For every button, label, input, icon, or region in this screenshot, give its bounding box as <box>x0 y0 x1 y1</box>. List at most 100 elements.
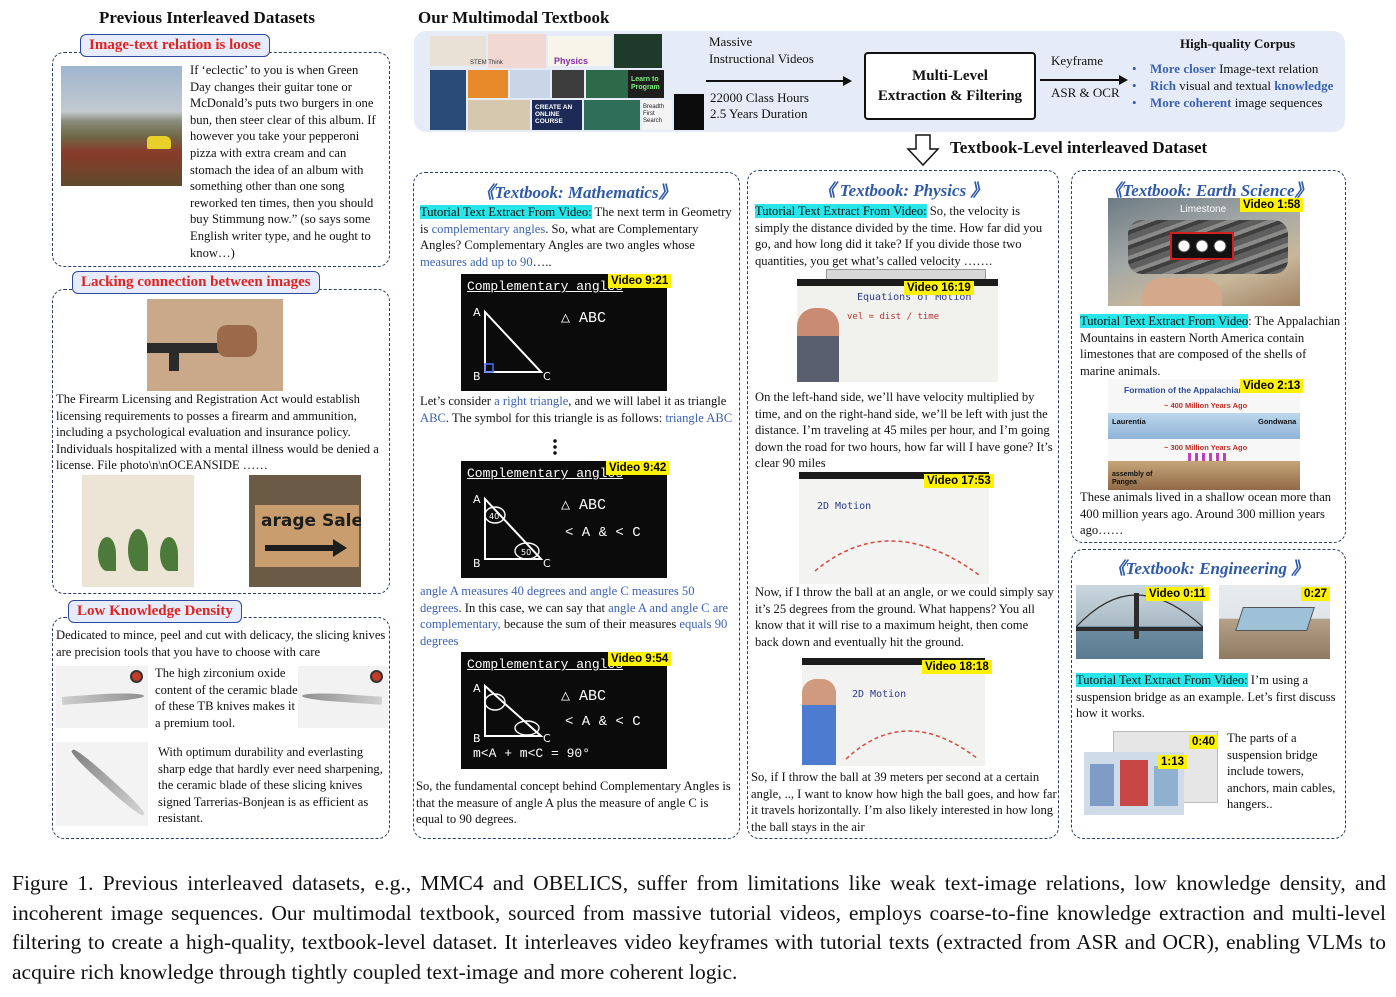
collage-thumb-stem: STEM Think <box>470 60 503 66</box>
physics-board-1-formula: vel = dist / time <box>847 312 940 322</box>
collage-thumb-learn <box>628 70 664 98</box>
eng-tunnel <box>1235 607 1315 631</box>
collage-thumb-9 <box>586 70 628 98</box>
physics-video-1-badge: Video 16:19 <box>904 281 974 295</box>
svg-text:A: A <box>473 306 481 319</box>
physics-board-1-text: Equations of Motion <box>857 292 972 303</box>
eng-bridge-cables <box>1076 594 1203 628</box>
leaf-1 <box>98 537 116 571</box>
sale-arrow-head <box>333 539 347 557</box>
gun-barrel <box>147 343 219 353</box>
collage-thumb-4 <box>614 34 662 68</box>
earth-video-2: Formation of the Appalachian ~ 400 Milli… <box>1108 379 1300 490</box>
physics-text-4: So, if I throw the ball at 39 meters per… <box>751 770 1057 834</box>
knife-logo-1 <box>130 670 143 683</box>
gun-magazine <box>169 353 179 371</box>
collage-thumb-10 <box>468 100 530 130</box>
videos-label-line2: Instructional Videos <box>709 51 814 66</box>
collage-thumb-5 <box>430 70 466 130</box>
filtering-box: Multi-Level Extraction & Filtering <box>864 52 1036 120</box>
engineering-title: 《Textbook: Engineering 》 <box>1108 559 1309 578</box>
svg-text:50: 50 <box>521 548 531 557</box>
collage-thumb-bfs: Breadth First Search <box>643 104 665 124</box>
plant-leaves-photo <box>82 475 194 587</box>
physics-text-3: Now, if I throw the ball at an angle, or… <box>755 585 1054 649</box>
collage-thumb-learn-text: Learn to Program <box>631 76 660 91</box>
physics-video-3-badge: Video 18:18 <box>922 660 992 674</box>
knife-photo-1 <box>56 666 148 728</box>
earth-video-1: Limestone <box>1108 198 1300 306</box>
earth-video-1-badge: Video 1:58 <box>1240 198 1304 212</box>
garage-sale-photo: arage Sale <box>249 475 361 587</box>
math-board-title-3: Complementary angles <box>467 657 624 672</box>
collage-thumb-7 <box>510 70 550 98</box>
corpus-title: High-quality Corpus <box>1180 36 1296 51</box>
physics-title: 《 Textbook: Physics 》 <box>818 181 988 200</box>
previous-datasets-header: Previous Interleaved Datasets <box>99 8 315 27</box>
earth-tutorial-label: Tutorial Text Extract From Video <box>1080 314 1249 328</box>
eng-video-1-badge: Video 0:11 <box>1146 587 1209 601</box>
math-video-1-badge: Video 9:21 <box>608 274 672 288</box>
earth-video-2-badge: Video 2:13 <box>1240 379 1304 393</box>
eng-bridge-deck <box>1076 627 1203 631</box>
p3-text-3: With optimum durability and everlasting … <box>158 745 383 826</box>
math-text-2: Let’s consider a right triangle, and we … <box>420 394 733 425</box>
collage-thumb-1 <box>430 36 486 66</box>
math-board-abc-3: △ ABC <box>561 688 607 705</box>
earth-map-300: ~ 300 Million Years Ago <box>1164 443 1248 452</box>
earth-map-400: ~ 400 Million Years Ago <box>1164 401 1248 410</box>
math-video-3-badge: Video 9:54 <box>608 652 672 666</box>
stats-label-line2: 2.5 Years Duration <box>710 106 808 121</box>
earth-map-gondwana: Gondwana <box>1258 417 1297 426</box>
corpus-item-closer: More closer Image-text relation <box>1132 60 1346 77</box>
eng-bridge-tower <box>1134 593 1139 639</box>
figure-caption: Figure 1. Previous interleaved datasets,… <box>12 871 1386 984</box>
math-triangle-2: 40 50 A B C <box>473 493 551 570</box>
knife-photo-2 <box>298 666 388 728</box>
earth-limestone-label: Limestone <box>1180 204 1227 215</box>
knife-blade-1 <box>61 691 145 705</box>
collage-thumb-2 <box>488 34 546 68</box>
physics-trajectory-2 <box>814 540 980 576</box>
math-ellipsis <box>553 438 557 456</box>
knife-blade-3 <box>69 747 147 818</box>
svg-text:C: C <box>543 557 551 570</box>
knife-photo-3 <box>56 742 148 826</box>
math-board-ineq-2: < A & < C <box>565 525 641 541</box>
leaf-2 <box>128 529 148 571</box>
physics-text-1: Tutorial Text Extract From Video: So, th… <box>755 204 1043 268</box>
earth-text-2: These animals lived in a shallow ocean m… <box>1080 490 1332 538</box>
arrow-to-corpus-head <box>1119 75 1128 85</box>
p1-text: If ‘eclectic’ to you is when Green Day c… <box>190 63 376 260</box>
earth-map-pangea: assembly of Pangea <box>1112 471 1153 486</box>
field-car-photo <box>61 66 182 186</box>
math-triangle-3: A B C <box>473 682 551 744</box>
textbook-level-header: Textbook-Level interleaved Dataset <box>950 138 1208 157</box>
sale-arrow <box>265 545 335 551</box>
corpus-item-rich: Rich visual and textual knowledge <box>1132 77 1346 94</box>
earth-hand <box>1142 278 1222 306</box>
math-video-2: Complementary angles 40 50 A B C △ ABC <… <box>461 461 667 578</box>
p2-text: The Firearm Licensing and Registration A… <box>56 392 379 473</box>
eng-video-2-badge: 0:27 <box>1301 587 1331 601</box>
eng-block-1 <box>1090 764 1114 806</box>
earth-map-ocean-1 <box>1108 413 1300 439</box>
eng-block-3 <box>1154 766 1178 806</box>
physics-presenter-3 <box>802 679 836 765</box>
filtering-box-line2: Extraction & Filtering <box>877 88 1023 104</box>
svg-text:C: C <box>543 732 551 744</box>
asr-label: ASR & OCR <box>1051 85 1120 100</box>
earth-map-laurentia: Laurentia <box>1112 417 1146 426</box>
earth-map-land-2 <box>1108 461 1300 490</box>
collage-thumb-online: CREATE AN ONLINE COURSE <box>535 104 573 125</box>
math-text-1: Tutorial Text Extract From Video: The ne… <box>420 205 732 269</box>
down-arrow-icon <box>906 134 940 166</box>
svg-text:40: 40 <box>489 512 499 521</box>
math-triangle-1: A B C <box>473 306 551 383</box>
math-title: 《Textbook: Mathematics》 <box>477 183 676 202</box>
filtering-box-line1: Multi-Level <box>912 68 988 84</box>
eng-text-1: Tutorial Text Extract From Video: I’m us… <box>1076 673 1336 721</box>
earth-map-title: Formation of the Appalachian <box>1124 385 1244 395</box>
arrow-to-filter <box>706 80 846 82</box>
svg-text:B: B <box>473 370 481 383</box>
